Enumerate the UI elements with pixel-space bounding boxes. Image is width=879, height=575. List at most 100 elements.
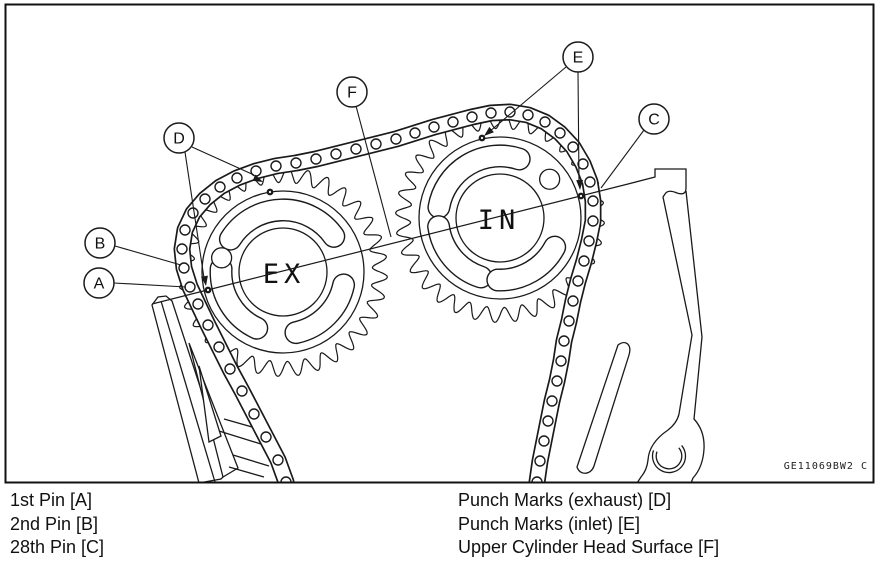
- chain-pin: [290, 157, 302, 169]
- chain-pin: [236, 385, 248, 397]
- callout-b: B: [84, 227, 116, 259]
- leader-line: [577, 71, 580, 185]
- callout-letter: B: [95, 236, 106, 253]
- leader-arrowhead: [484, 126, 494, 136]
- chain-pin: [555, 355, 567, 367]
- chain-pin: [539, 116, 551, 128]
- chain-pin: [504, 106, 516, 118]
- chain-pin: [558, 335, 570, 347]
- chain-pin: [563, 315, 575, 327]
- leader-line: [191, 146, 255, 176]
- callout-d: D: [163, 122, 195, 154]
- callout-letter: E: [573, 50, 584, 67]
- punch-marks: [204, 134, 585, 294]
- bolt-hole-outer: [651, 444, 687, 474]
- callout-letter: C: [648, 112, 660, 129]
- chain-pin: [184, 281, 196, 293]
- chain-pin: [280, 476, 292, 482]
- chain-pin: [583, 235, 595, 247]
- chain-pin: [179, 224, 191, 236]
- chain-pin: [587, 195, 599, 207]
- callout-f: F: [336, 76, 368, 108]
- leader-arrowhead: [201, 275, 208, 286]
- chain-pin: [447, 116, 459, 128]
- right-casting-right-edge: [685, 190, 705, 482]
- chain-pin: [577, 158, 589, 170]
- exhaust-sprocket: [178, 167, 388, 377]
- chain-pin: [409, 127, 421, 139]
- legend-item-f: Upper Cylinder Head Surface [F]: [458, 537, 720, 557]
- legend-item-b: 2nd Pin [B]: [10, 513, 99, 534]
- leader-line: [113, 282, 187, 288]
- chain-pin: [248, 408, 260, 420]
- chain-pin: [178, 262, 190, 274]
- chain-pin: [428, 121, 440, 133]
- callout-annotations: A B C D E F: [83, 41, 670, 299]
- punch-mark: [266, 188, 274, 196]
- legend-item-e: Punch Marks (inlet) [E]: [458, 513, 641, 534]
- chain-pin: [466, 111, 478, 123]
- chain-pin: [546, 395, 558, 407]
- chain-pin: [202, 319, 214, 331]
- leader-line: [355, 105, 392, 238]
- chain-pin: [224, 363, 236, 375]
- chain-pin: [192, 298, 204, 310]
- chain-pin: [567, 141, 579, 153]
- punch-mark: [204, 286, 212, 294]
- callout-letter: F: [347, 85, 357, 102]
- inlet-sprocket: [395, 113, 605, 323]
- upper-cylinder-head-surface-line: [151, 183, 629, 305]
- right-casting-left-edge: [627, 168, 693, 482]
- chain-pin: [538, 435, 550, 447]
- chain-pin: [551, 375, 563, 387]
- legend-item-d: Punch Marks (exhaust) [D]: [458, 490, 672, 510]
- sprocket-pin-hole: [538, 168, 561, 190]
- legend-item-c: 28th Pin [C]: [10, 537, 105, 557]
- legend-item-a: 1st Pin [A]: [10, 490, 93, 510]
- chain-pin: [270, 160, 282, 172]
- leader-line: [184, 151, 205, 279]
- chain-pin: [330, 148, 342, 160]
- punch-mark: [577, 192, 585, 200]
- chain-pin: [272, 454, 284, 466]
- chain-pin: [187, 207, 199, 219]
- callout-e: E: [562, 41, 594, 73]
- leader-arrowhead: [576, 179, 584, 190]
- chain-pin: [578, 255, 590, 267]
- chain-pin: [572, 275, 584, 287]
- chain-pin: [587, 215, 599, 227]
- sprocket-pin-hole: [210, 247, 233, 269]
- rear-chain-guide: [576, 341, 631, 474]
- chain-pin: [522, 109, 534, 121]
- leader-arrowhead: [252, 174, 263, 182]
- chain-pin: [390, 133, 402, 145]
- chain-pin: [584, 176, 596, 188]
- chain-pin: [176, 243, 188, 255]
- guide-bracket-lines: [218, 418, 270, 478]
- left-casting-inner-line: [160, 300, 216, 482]
- chain-pin: [310, 153, 322, 165]
- engine-castings: [151, 168, 705, 482]
- cam-sprockets: [178, 113, 605, 377]
- legend-left-column: 1st Pin [A] 2nd Pin [B] 28th Pin [C]: [10, 489, 104, 560]
- leader-line: [488, 66, 567, 133]
- bolt-hole-inner: [655, 447, 683, 470]
- chain-pin: [554, 127, 566, 139]
- cam-chain: [173, 103, 602, 482]
- chain-pin: [567, 295, 579, 307]
- callout-a: A: [83, 267, 115, 299]
- chain-pin: [350, 143, 362, 155]
- chain-pin: [213, 341, 225, 353]
- chain-pin: [199, 193, 211, 205]
- chain-pin: [485, 107, 497, 119]
- callout-letter: A: [94, 276, 105, 293]
- chain-pin: [231, 172, 243, 184]
- legend-right-column: Punch Marks (exhaust) [D] Punch Marks (i…: [458, 489, 719, 560]
- leader-line: [114, 245, 182, 266]
- front-chain-guide-hole: [198, 365, 222, 443]
- punch-mark: [478, 134, 486, 142]
- diagram-border: [4, 3, 875, 484]
